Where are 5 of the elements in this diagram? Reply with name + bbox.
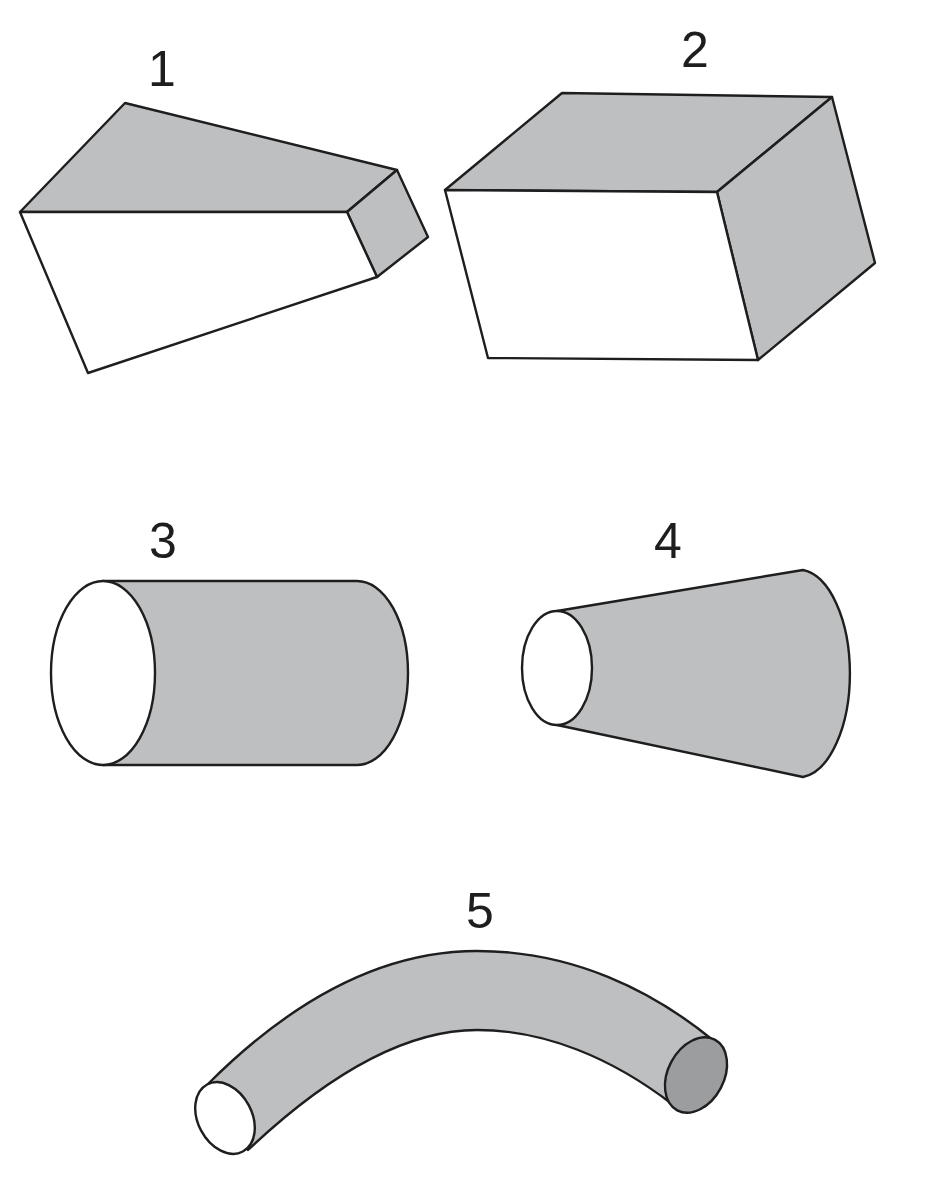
callout-number: 1 xyxy=(148,44,176,94)
callout-number: 5 xyxy=(466,886,494,936)
callout-number: 3 xyxy=(149,516,177,566)
callout-number: 2 xyxy=(681,25,709,75)
callout-number: 4 xyxy=(654,516,682,566)
